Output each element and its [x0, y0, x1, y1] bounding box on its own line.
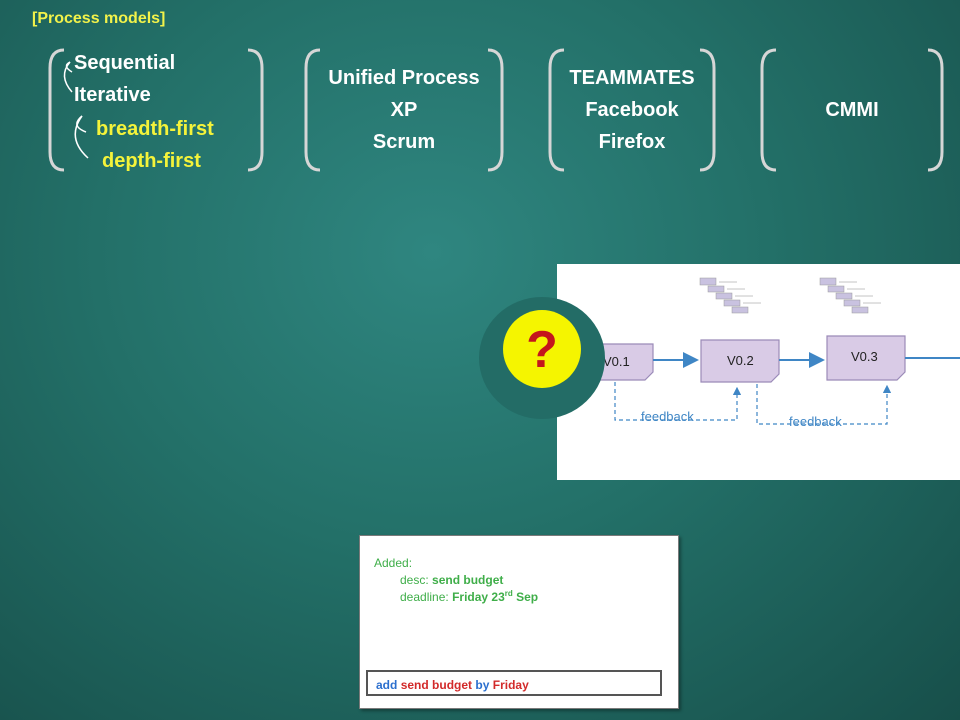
projects-group: TEAMMATES Facebook Firefox: [548, 48, 716, 172]
version-label-2: V0.2: [727, 353, 754, 368]
command-input: add send budget by Friday: [366, 670, 662, 696]
desc-line: desc: send budget: [400, 573, 504, 587]
cmmi-label: CMMI: [825, 99, 879, 121]
framework-xp: XP: [390, 99, 418, 121]
iterative-label: Iterative: [74, 84, 151, 106]
project-facebook: Facebook: [585, 99, 679, 121]
version-box-2: [700, 339, 780, 383]
depth-first-label: depth-first: [102, 150, 201, 172]
breadth-first-label: breadth-first: [96, 118, 214, 140]
version-label-3: V0.3: [851, 349, 878, 364]
feedback-label-2: feedback: [789, 414, 842, 429]
sequential-label: Sequential: [74, 52, 176, 74]
version-box-3: [826, 335, 906, 381]
framework-unified-process: Unified Process: [328, 67, 480, 89]
process-models-group: Sequential Iterative breadth-first depth…: [48, 48, 264, 172]
group-brackets: [48, 48, 264, 172]
iteration-diagram-image: V0.1 V0.2 V0.3 feedback feedback: [557, 264, 960, 480]
cmmi-group: CMMI: [760, 48, 944, 172]
version-label-1: V0.1: [603, 354, 630, 369]
question-mark-icon: ?: [503, 310, 581, 388]
framework-scrum: Scrum: [372, 131, 436, 153]
command-example-image: Added: desc: send budget deadline: Frida…: [359, 535, 679, 709]
project-teammates: TEAMMATES: [569, 67, 695, 89]
project-firefox: Firefox: [598, 131, 666, 153]
iteration-diagram: V0.1 V0.2 V0.3 feedback feedback: [576, 277, 960, 429]
feedback-label-1: feedback: [641, 409, 694, 424]
deadline-line: deadline: Friday 23rd Sep: [400, 589, 539, 604]
frameworks-group: Unified Process XP Scrum: [304, 48, 504, 172]
added-label: Added:: [374, 556, 413, 570]
section-tag: [Process models]: [32, 10, 166, 27]
